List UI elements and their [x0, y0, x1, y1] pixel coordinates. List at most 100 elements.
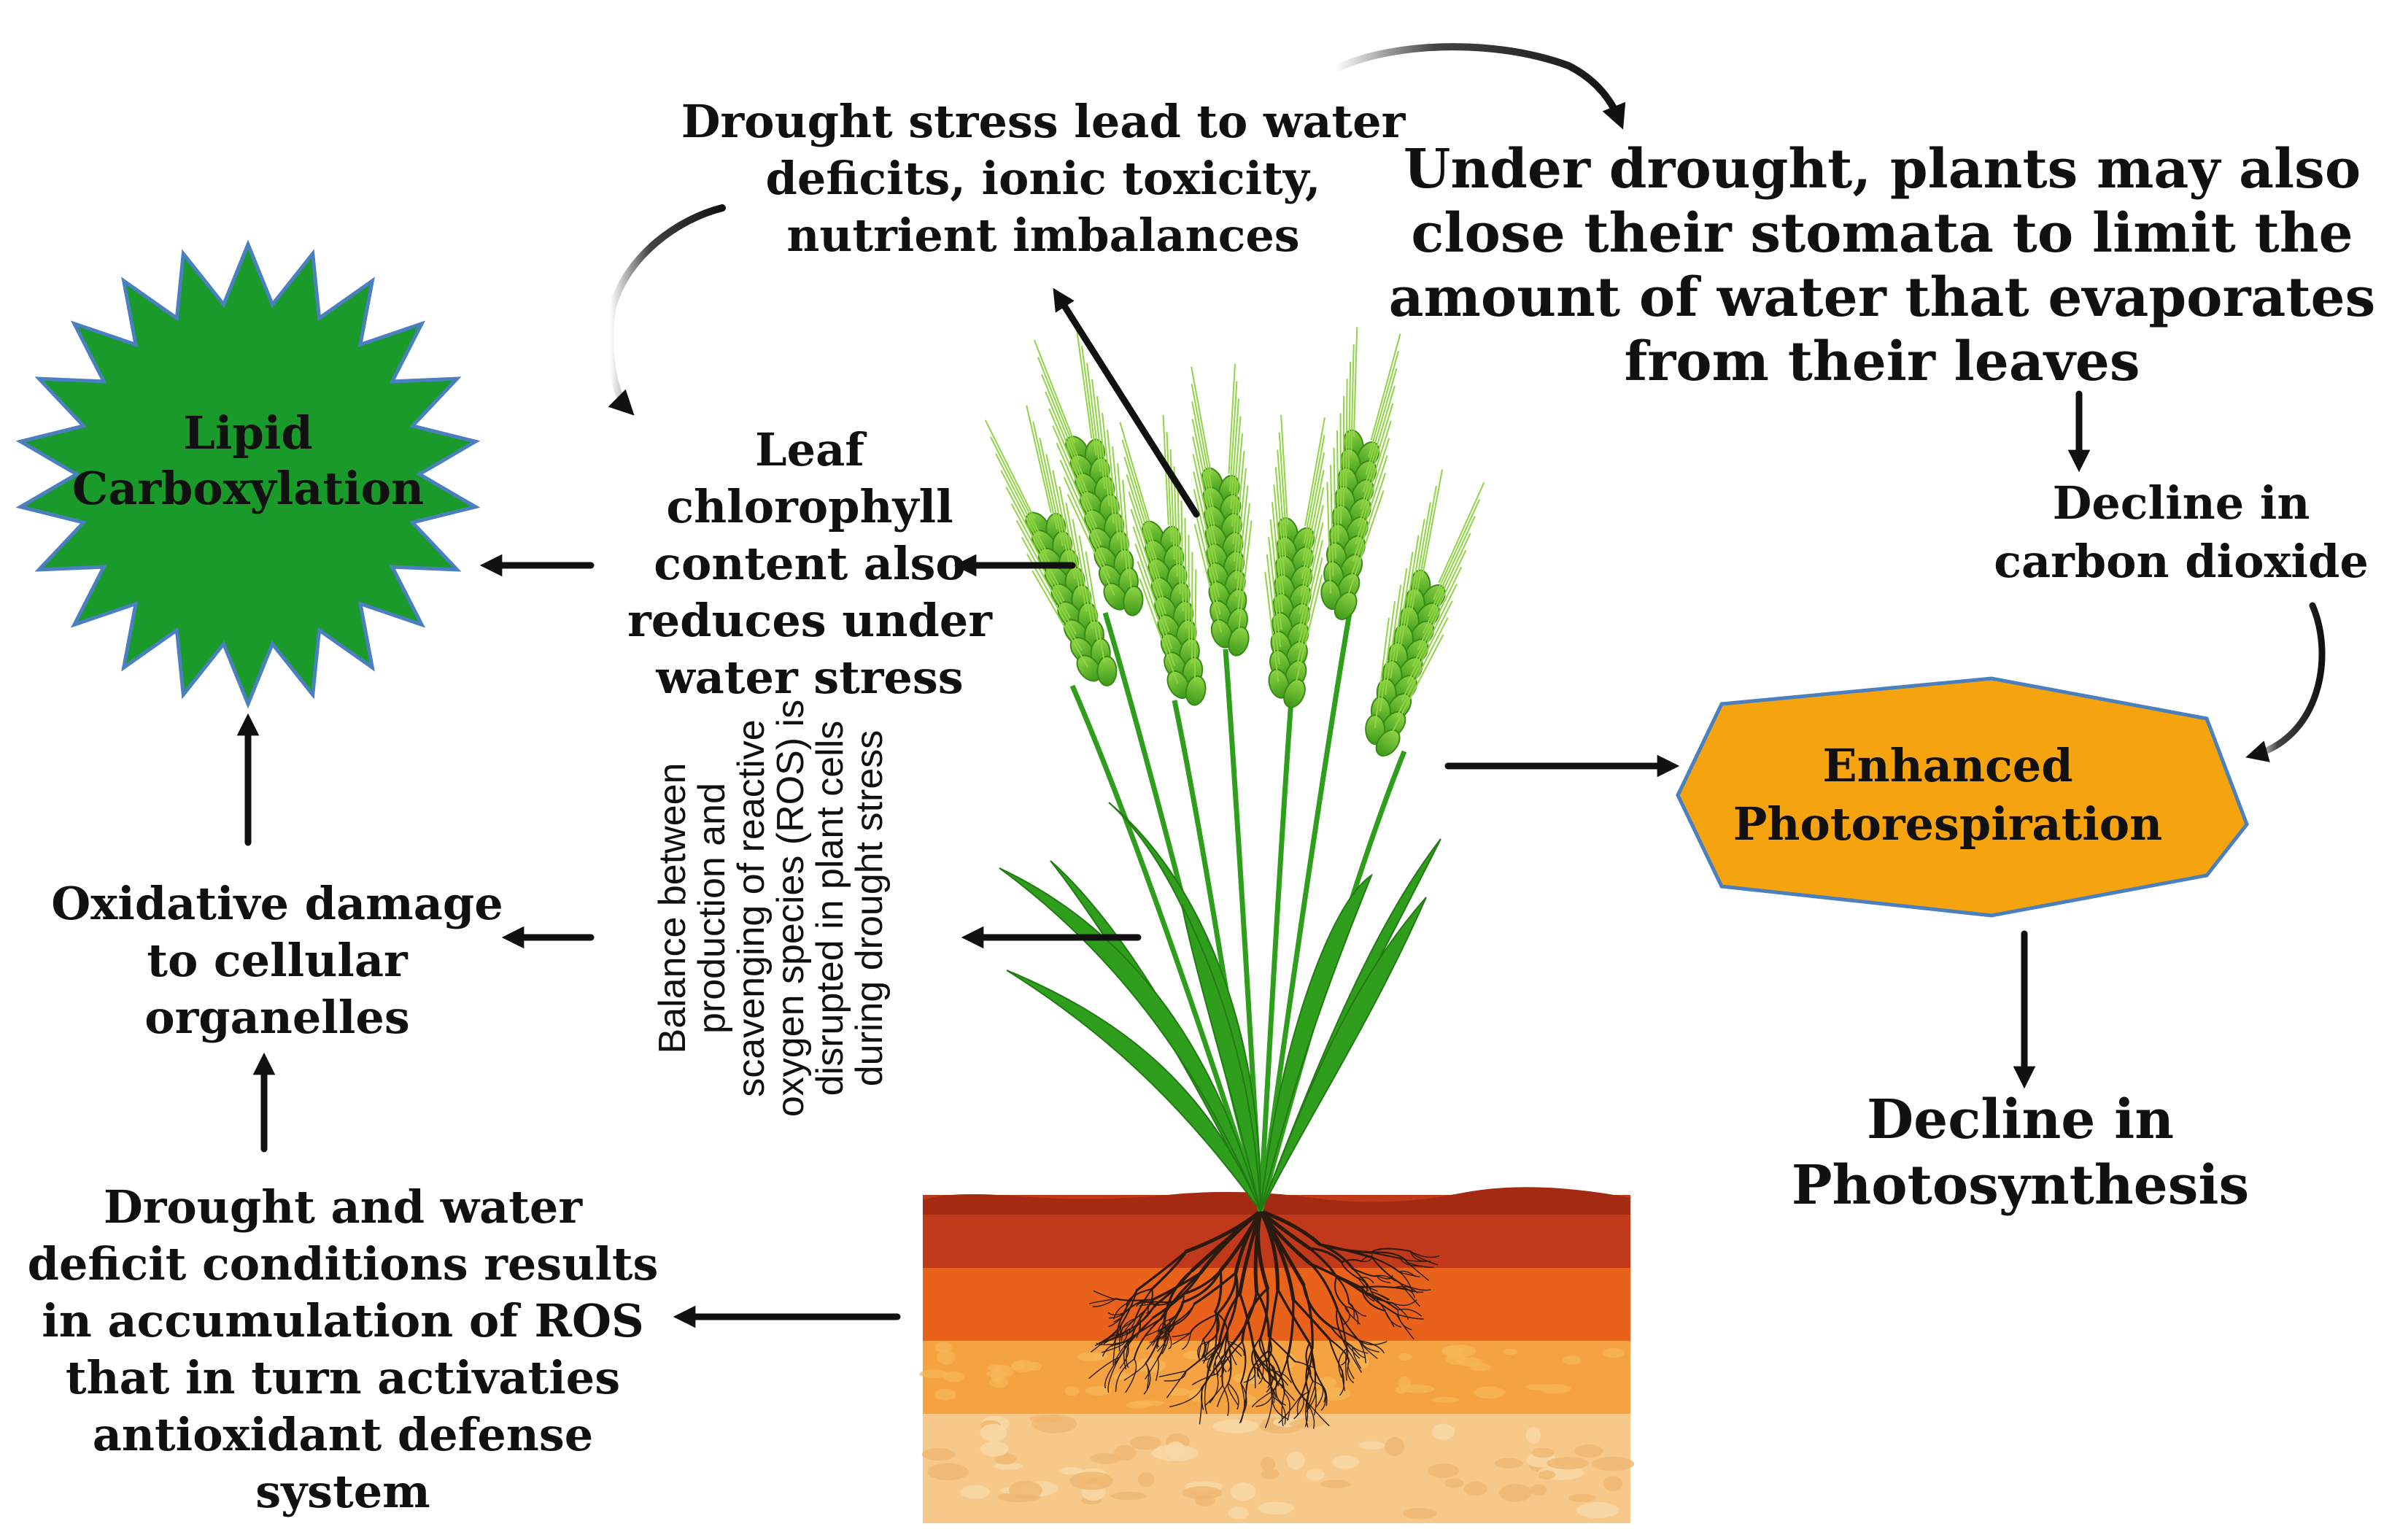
grain [1096, 655, 1118, 686]
pebble [961, 1485, 990, 1499]
pebble [919, 1369, 948, 1379]
awn [1039, 437, 1064, 546]
pebble [1562, 1355, 1582, 1365]
root [1174, 1303, 1196, 1326]
awn [1360, 403, 1394, 510]
root [1377, 1275, 1391, 1284]
pebble [1306, 1469, 1325, 1481]
pebble [934, 1388, 956, 1401]
awn [1438, 481, 1485, 584]
root [1199, 1339, 1204, 1361]
root [1093, 1291, 1117, 1300]
root [1139, 1288, 1153, 1316]
awn [1139, 578, 1179, 684]
root [1101, 1342, 1126, 1353]
wheat-ear [1033, 329, 1144, 616]
awn [1401, 600, 1453, 700]
awn [1230, 398, 1239, 509]
awn [1238, 520, 1253, 632]
awn [995, 453, 1048, 552]
root [1377, 1275, 1393, 1280]
awn [1411, 502, 1431, 611]
root [1145, 1321, 1166, 1364]
root [1328, 1338, 1344, 1373]
root [1158, 1370, 1187, 1377]
root [1119, 1342, 1129, 1369]
root [1392, 1302, 1409, 1320]
root [1273, 1371, 1284, 1389]
root [1273, 1371, 1292, 1383]
root [1276, 1288, 1311, 1345]
pebble [1258, 1501, 1294, 1515]
awn [1128, 491, 1164, 597]
root [1330, 1326, 1353, 1347]
awn [1031, 570, 1088, 668]
root [1238, 1292, 1255, 1349]
root [1111, 1324, 1122, 1347]
root [1193, 1272, 1237, 1305]
pebble [1384, 1437, 1405, 1456]
awn [1021, 536, 1077, 635]
pebble [1194, 1495, 1215, 1506]
root [1345, 1347, 1348, 1381]
root [1361, 1291, 1394, 1304]
awn [1297, 540, 1323, 649]
root [1352, 1346, 1361, 1369]
grain [1268, 668, 1290, 699]
root [1120, 1317, 1137, 1342]
grain [1334, 591, 1358, 621]
root [1284, 1392, 1290, 1421]
awn [1078, 535, 1099, 645]
pebble [1137, 1472, 1155, 1487]
wheat-roots [1088, 1209, 1440, 1429]
root [1371, 1256, 1402, 1285]
root [1338, 1347, 1348, 1378]
root [1224, 1354, 1231, 1372]
awn [1191, 419, 1215, 528]
root [1347, 1361, 1354, 1383]
pebble [1428, 1463, 1460, 1479]
root [1212, 1354, 1226, 1371]
root [1400, 1282, 1431, 1291]
root [1358, 1339, 1366, 1363]
awn [1347, 490, 1385, 597]
pebble [1525, 1384, 1554, 1390]
root [1361, 1287, 1398, 1315]
root [1409, 1250, 1439, 1266]
root [1227, 1340, 1245, 1356]
awn [1166, 432, 1172, 543]
root [1307, 1385, 1316, 1411]
pebble [1289, 1419, 1320, 1429]
awn [1045, 454, 1070, 562]
pebble [1085, 1386, 1112, 1396]
root [1159, 1271, 1202, 1320]
awn [1045, 391, 1089, 494]
root [1264, 1380, 1275, 1404]
root [1197, 1341, 1209, 1358]
awn [1193, 506, 1221, 615]
awn [1177, 483, 1181, 595]
awn [989, 436, 1042, 536]
awn [1091, 379, 1106, 490]
pebble [1152, 1444, 1199, 1462]
awn [1112, 446, 1123, 557]
awn [1416, 485, 1437, 595]
root [1344, 1306, 1361, 1325]
root [1099, 1324, 1122, 1344]
awn [1193, 569, 1197, 681]
awn [1130, 508, 1167, 615]
root [1361, 1342, 1378, 1359]
pebble [1286, 1451, 1305, 1470]
awn [1280, 414, 1289, 525]
awn [1191, 401, 1215, 511]
drought-stress-label: Drought stress lead to water deficits, i… [681, 95, 1406, 262]
root [1089, 1298, 1117, 1304]
awn [1080, 346, 1097, 456]
awn [1400, 535, 1420, 645]
awn [1268, 536, 1282, 648]
root [1115, 1298, 1155, 1301]
root [1215, 1272, 1237, 1316]
pebble [1317, 1377, 1336, 1388]
root [1399, 1258, 1424, 1262]
awn [1191, 384, 1213, 493]
